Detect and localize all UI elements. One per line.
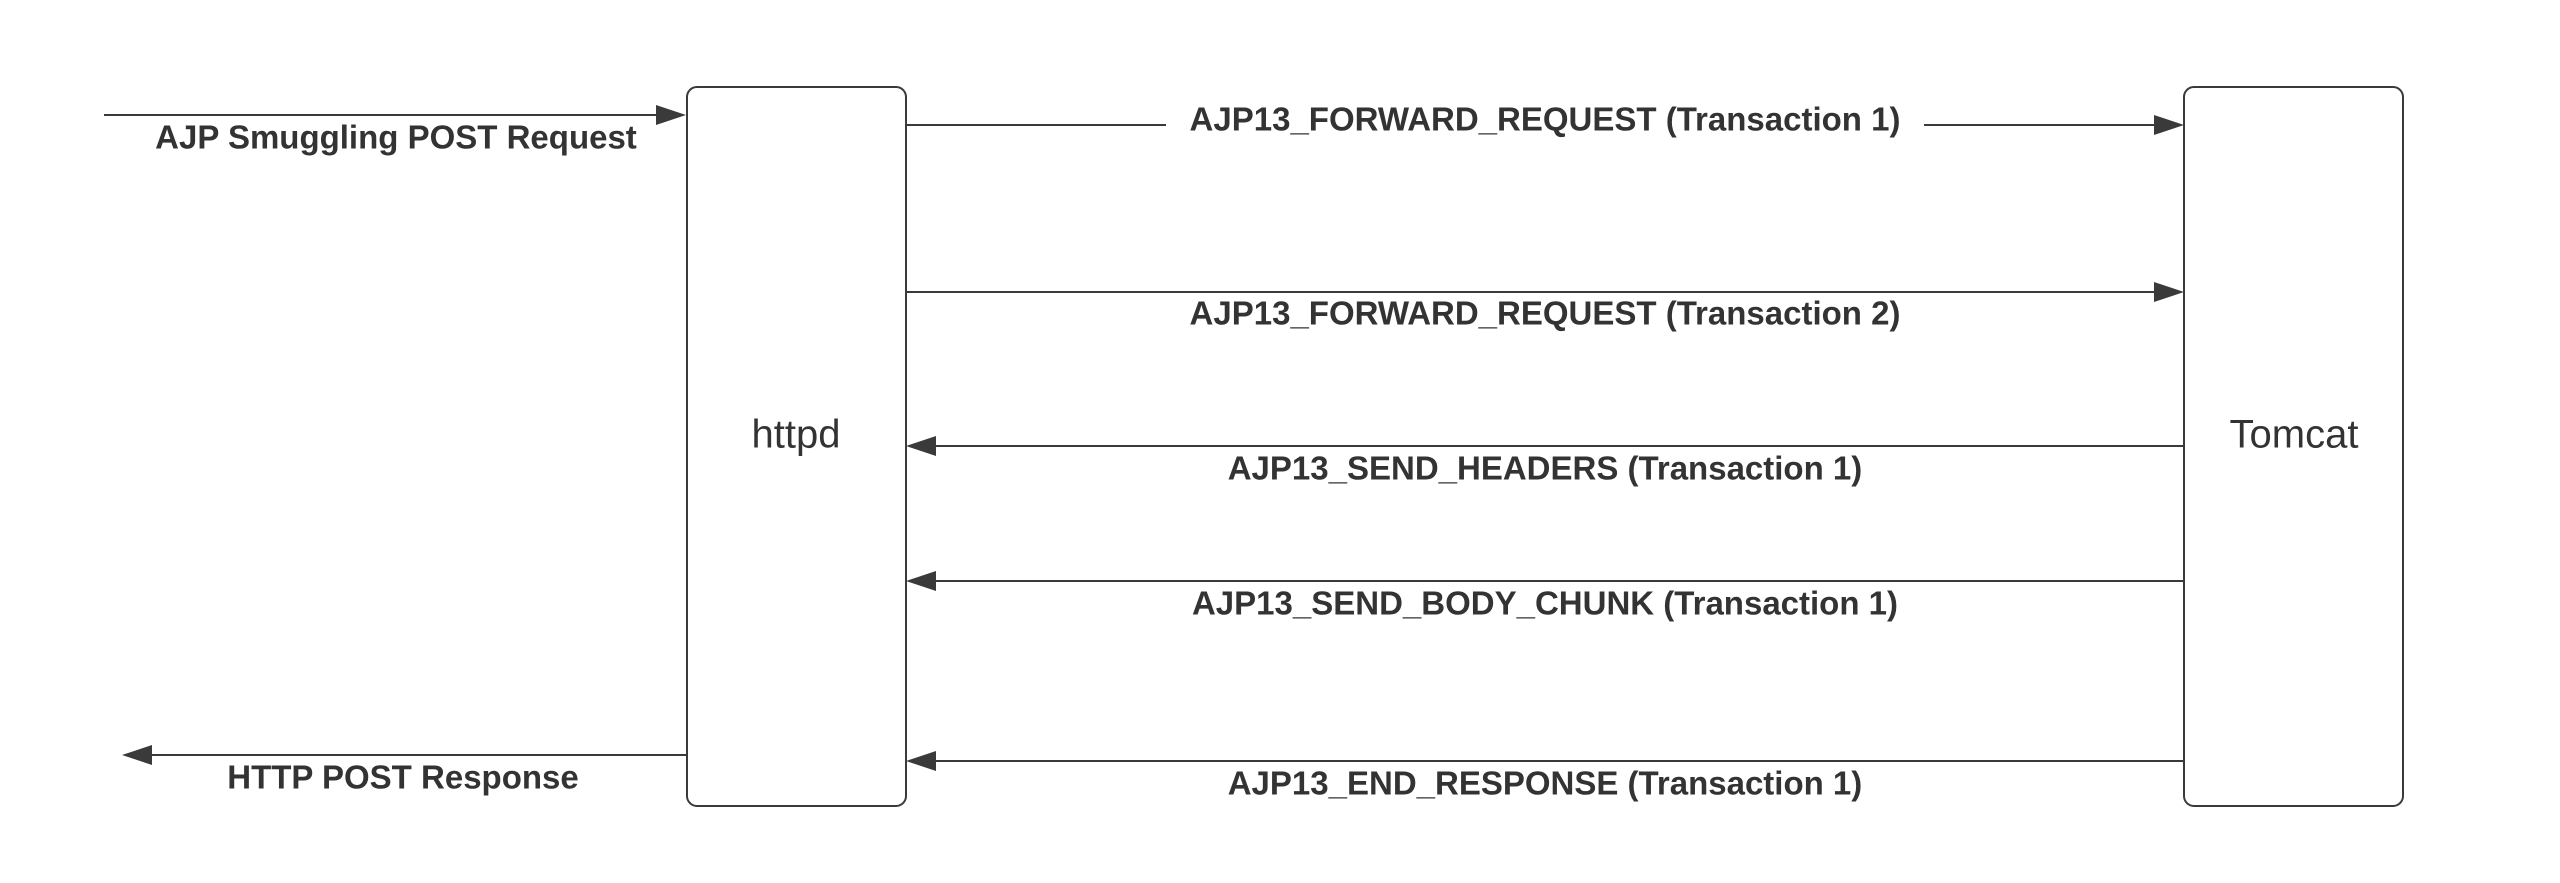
client-response-arrow: HTTP POST Response [122,745,687,796]
client-request-label: AJP Smuggling POST Request [155,119,637,156]
arrowhead-left-icon [906,751,936,771]
send-body-chunk-arrow: AJP13_SEND_BODY_CHUNK (Transaction 1) [906,571,2184,622]
forward-request-2-label: AJP13_FORWARD_REQUEST (Transaction 2) [1190,295,1901,332]
send-headers-arrow: AJP13_SEND_HEADERS (Transaction 1) [906,436,2184,487]
arrowhead-left-icon [906,436,936,456]
end-response-arrow: AJP13_END_RESPONSE (Transaction 1) [906,751,2184,802]
arrowhead-left-icon [122,745,152,765]
arrowhead-left-icon [906,571,936,591]
forward-request-2-arrow: AJP13_FORWARD_REQUEST (Transaction 2) [906,282,2184,332]
arrowhead-right-icon [2154,115,2184,135]
tomcat-node: Tomcat [2183,86,2404,807]
client-response-label: HTTP POST Response [227,759,578,796]
httpd-node: httpd [686,86,907,807]
forward-request-1-arrow: AJP13_FORWARD_REQUEST (Transaction 1) [906,101,2184,145]
client-request-arrow: AJP Smuggling POST Request [104,105,686,156]
send-body-chunk-label: AJP13_SEND_BODY_CHUNK (Transaction 1) [1192,585,1898,622]
httpd-label: httpd [752,413,841,457]
end-response-label: AJP13_END_RESPONSE (Transaction 1) [1228,765,1863,802]
forward-request-1-label: AJP13_FORWARD_REQUEST (Transaction 1) [1190,101,1901,138]
arrowhead-right-icon [656,105,686,125]
arrowhead-right-icon [2154,282,2184,302]
send-headers-label: AJP13_SEND_HEADERS (Transaction 1) [1228,450,1863,487]
tomcat-label: Tomcat [2230,413,2359,457]
